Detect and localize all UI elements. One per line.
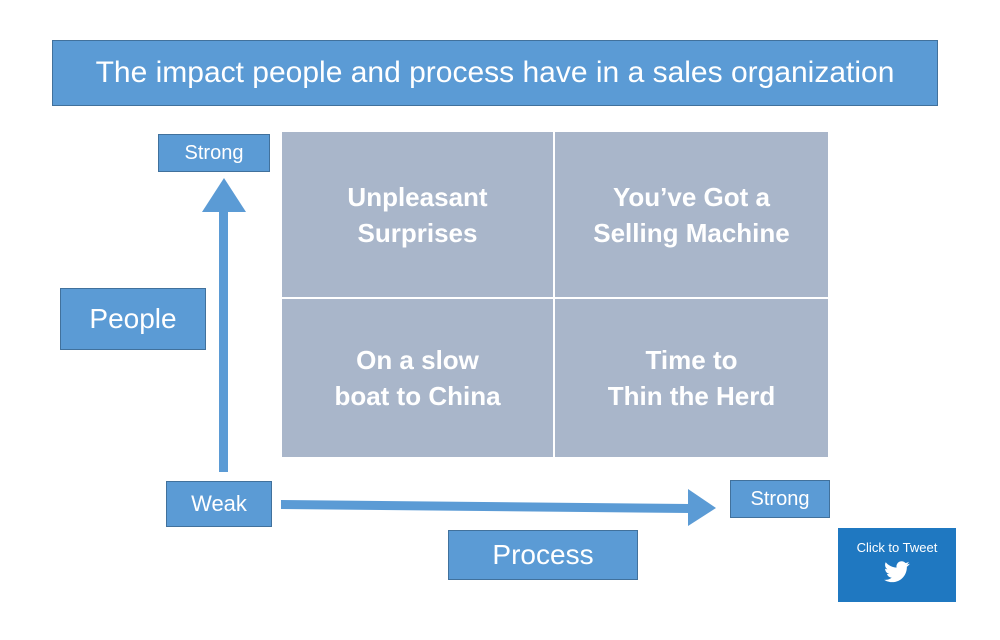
quadrant-selling-machine: You’ve Got a Selling Machine <box>555 132 828 297</box>
weak-origin-label: Weak <box>166 481 272 527</box>
people-axis-label: People <box>60 288 206 350</box>
quadrant-label: Time to Thin the Herd <box>607 345 776 411</box>
quadrant-unpleasant-surprises: Unpleasant Surprises <box>282 132 553 297</box>
diagram-title: The impact people and process have in a … <box>52 40 938 106</box>
people-strong-label: Strong <box>158 134 270 172</box>
quadrant-label: On a slow boat to China <box>334 345 501 411</box>
x-axis-arrow <box>281 489 716 526</box>
quadrant-slow-boat: On a slow boat to China <box>282 299 553 457</box>
process-axis-label: Process <box>448 530 638 580</box>
quadrant-label: Unpleasant Surprises <box>347 181 488 248</box>
click-to-tweet-button[interactable]: Click to Tweet <box>838 528 956 602</box>
quadrant-thin-the-herd: Time to Thin the Herd <box>555 299 828 457</box>
tweet-button-label: Click to Tweet <box>856 540 938 555</box>
quadrant-label: You’ve Got a Selling Machine <box>593 181 790 248</box>
twitter-bird-icon <box>884 561 910 588</box>
y-axis-arrow <box>202 178 246 472</box>
process-strong-label: Strong <box>730 480 830 518</box>
